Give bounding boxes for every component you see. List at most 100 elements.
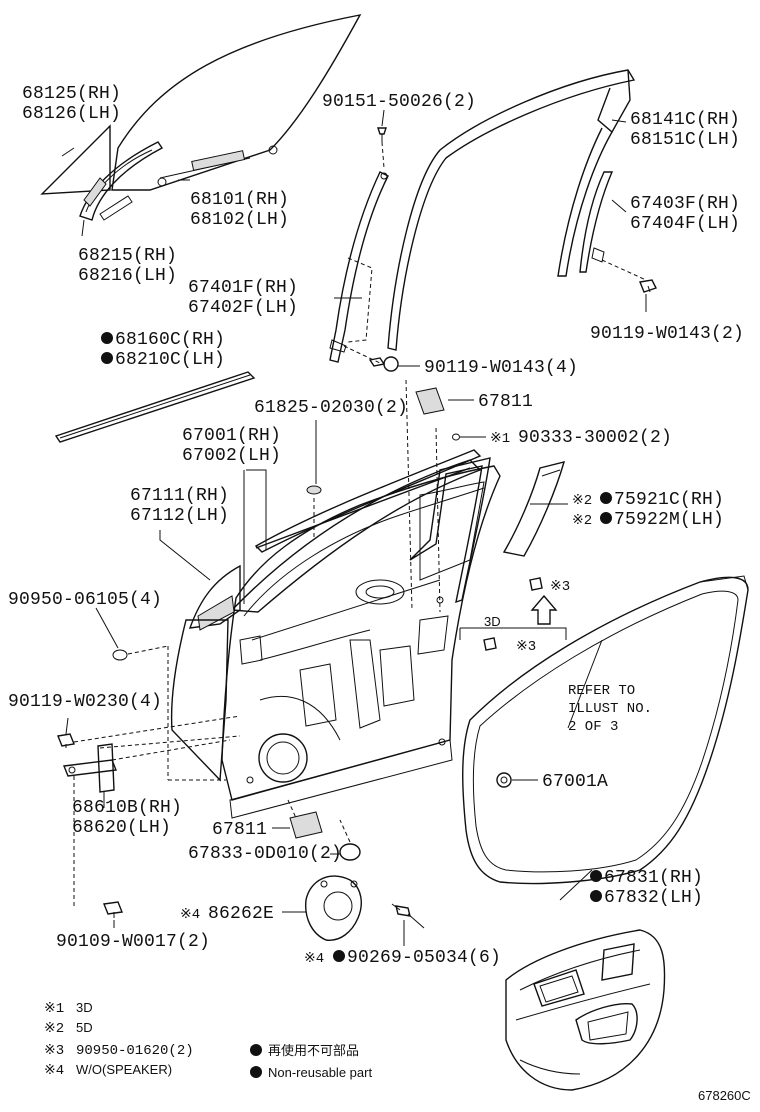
label-68610[interactable]: 68610B(RH) (72, 798, 182, 818)
quarter-weatherstrip-drawing (79, 141, 164, 221)
door-panel-drawing (221, 459, 501, 819)
bolt-90119a-drawing (639, 279, 657, 293)
frame-weatherstrip-drawing (387, 69, 636, 351)
label-67811-upper[interactable]: 67811 (478, 392, 533, 412)
legend-dot-ja (250, 1044, 262, 1056)
label-90269[interactable]: 90269-05034(6) (347, 948, 501, 968)
label-67832[interactable]: 67832(LH) (604, 888, 703, 908)
label-68620[interactable]: 68620(LH) (72, 818, 171, 838)
nonreusable-dot-75921 (600, 492, 612, 504)
label-67403[interactable]: 67403F(RH) (630, 194, 740, 214)
clip-90950-drawing (112, 645, 169, 661)
door-outer-panel-drawing (167, 619, 229, 782)
label-67001a[interactable]: 67001A (542, 772, 608, 792)
bolt-90151-drawing (377, 127, 387, 169)
label-67112[interactable]: 67112(LH) (130, 506, 229, 526)
bolt-90119c-drawing (57, 715, 241, 749)
label-68101[interactable]: 68101(RH) (190, 190, 289, 210)
label-67811-lower[interactable]: 67811 (212, 820, 267, 840)
label-67402[interactable]: 67402F(LH) (188, 298, 298, 318)
screw-90109-drawing (103, 901, 123, 918)
label-90950-06105[interactable]: 90950-06105(4) (8, 590, 162, 610)
front-lower-frame-drawing (329, 171, 389, 363)
label-90333[interactable]: 90333-30002(2) (518, 428, 672, 448)
leader-lines (61, 109, 647, 946)
legend-dot-en (250, 1066, 262, 1078)
label-67111[interactable]: 67111(RH) (130, 486, 229, 506)
quarter-glass-drawing (40, 124, 111, 195)
label-75921[interactable]: 75921C(RH) (614, 490, 724, 510)
note-mark-1: ※1 (490, 431, 510, 447)
note-mark-3-b: ※3 (516, 639, 536, 655)
label-67404[interactable]: 67404F(LH) (630, 214, 740, 234)
label-90151[interactable]: 90151-50026(2) (322, 92, 476, 112)
hole-plug-drawing (339, 819, 361, 861)
plate-67811-lower-drawing (287, 799, 323, 839)
door-glass-drawing (111, 14, 362, 191)
label-68160[interactable]: 68160C(RH) (115, 330, 225, 350)
refer-line-3[interactable]: 2 OF 3 (568, 719, 618, 735)
label-3d[interactable]: 3D (484, 614, 501, 629)
nonreusable-dot-67832 (590, 890, 602, 902)
label-68216[interactable]: 68216(LH) (78, 266, 177, 286)
legend-text-ja: 再使用不可部品 (268, 1043, 359, 1059)
label-68210[interactable]: 68210C(LH) (115, 350, 225, 370)
clip-61825-drawing (306, 485, 322, 540)
label-90119a[interactable]: 90119-W0143(2) (590, 324, 744, 344)
label-86262[interactable]: 86262E (208, 904, 274, 924)
label-61825[interactable]: 61825-02030(2) (254, 398, 408, 418)
label-67001[interactable]: 67001(RH) (182, 426, 281, 446)
note-mark-2-a: ※2 (572, 493, 592, 509)
rear-lower-frame-drawing (579, 171, 647, 281)
legend-text-2: 5D (76, 1020, 93, 1035)
figure-code: 678260C (698, 1088, 751, 1103)
legend-text-3: 90950-01620(2) (76, 1043, 194, 1059)
label-68126[interactable]: 68126(LH) (22, 104, 121, 124)
plate-67811-upper-drawing (415, 387, 445, 415)
speaker-drawing (305, 875, 362, 941)
legend-mark-3: ※3 (44, 1043, 64, 1059)
legend-mark-4: ※4 (44, 1063, 64, 1079)
legend-text-4: W/O(SPEAKER) (76, 1062, 172, 1077)
legend: ※1 3D ※2 5D ※3 90950-01620(2) ※4 W/O(SPE… (44, 1000, 372, 1080)
clip-90333-drawing (452, 433, 460, 441)
label-67002[interactable]: 67002(LH) (182, 446, 281, 466)
label-68102[interactable]: 68102(LH) (190, 210, 289, 230)
callout-labels: 68125(RH) 68126(LH) 68101(RH) 68102(LH) … (8, 84, 744, 968)
clip-note3-drawing (459, 577, 567, 651)
note-mark-3-a: ※3 (550, 579, 570, 595)
nonreusable-dot-67831 (590, 870, 602, 882)
legend-text-1: 3D (76, 1000, 93, 1015)
nonreusable-dot-68210 (101, 352, 113, 364)
note-mark-2-b: ※2 (572, 513, 592, 529)
note-mark-4-b: ※4 (304, 951, 324, 967)
belt-moulding-drawing (54, 371, 256, 443)
label-68141[interactable]: 68141C(RH) (630, 110, 740, 130)
label-67401[interactable]: 67401F(RH) (188, 278, 298, 298)
door-frame-cover-drawing (188, 564, 241, 631)
label-90119b[interactable]: 90119-W0143(4) (424, 358, 578, 378)
label-68151[interactable]: 68151C(LH) (630, 130, 740, 150)
nonreusable-dot-75922 (600, 512, 612, 524)
refer-line-2[interactable]: ILLUST NO. (568, 701, 652, 717)
label-90119c[interactable]: 90119-W0230(4) (8, 692, 162, 712)
label-68125[interactable]: 68125(RH) (22, 84, 121, 104)
note-mark-4-a: ※4 (180, 907, 200, 923)
bolt-67001a-drawing (496, 772, 512, 788)
label-68215[interactable]: 68215(RH) (78, 246, 177, 266)
screw-90269-drawing (391, 903, 425, 929)
nonreusable-dot-68160 (101, 332, 113, 344)
bolt-90119b-drawing (343, 345, 399, 372)
refer-line-1[interactable]: REFER TO (568, 683, 635, 699)
pillar-garnish-drawing (502, 461, 566, 557)
label-75922[interactable]: 75922M(LH) (614, 510, 724, 530)
legend-mark-2: ※2 (44, 1021, 64, 1037)
nonreusable-dot-90269 (333, 950, 345, 962)
door-trim-panel-drawing (505, 929, 666, 1091)
label-67833[interactable]: 67833-0D010(2) (188, 844, 342, 864)
label-90109[interactable]: 90109-W0017(2) (56, 932, 210, 952)
legend-mark-1: ※1 (44, 1001, 64, 1017)
label-67831[interactable]: 67831(RH) (604, 868, 703, 888)
door-weatherstrip-drawing (462, 575, 749, 885)
door-check-drawing (63, 739, 231, 908)
